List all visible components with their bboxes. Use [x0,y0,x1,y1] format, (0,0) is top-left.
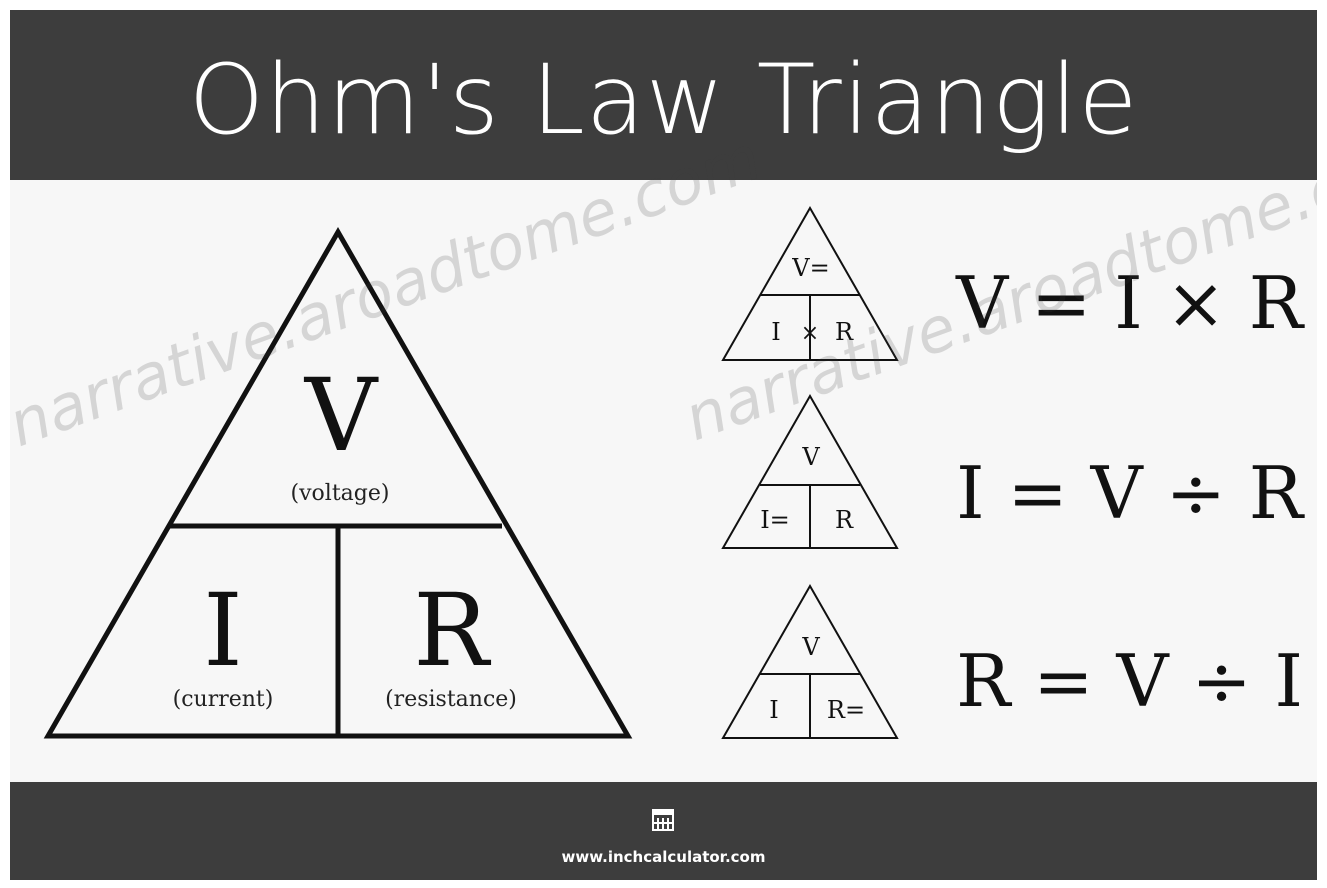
footer-url-link[interactable]: www.inchcalculator.com [561,848,766,866]
ohms-law-diagram: V (voltage) I (current) R (resistance) V… [43,205,1305,739]
mini3-right: R= [827,696,865,724]
poster: Ohm's Law Triangle V (voltage) I (curren… [10,10,1317,880]
mini-triangle-resistance: V I R= [721,583,899,739]
big-triangle [43,226,633,739]
footer-bar: www.inchcalculator.com [10,782,1317,880]
mini1-top: V= [791,254,829,282]
resistance-caption: (resistance) [385,687,517,712]
mini2-left: I= [760,506,790,534]
mini3-top: V [801,633,820,661]
current-symbol: I [203,572,243,689]
mini2-right: R [835,506,854,534]
mini2-top: V [801,443,820,471]
formula-resistance: R = V ÷ I [956,639,1303,723]
mini1-right: R [835,318,854,346]
current-caption: (current) [173,687,274,712]
mini1-left: I [771,318,780,346]
voltage-symbol: V [304,357,379,474]
building-icon [652,809,674,831]
formula-current: I = V ÷ R [956,451,1305,535]
resistance-symbol: R [413,572,491,689]
mini3-left: I [769,696,778,724]
mini-triangle-current: V I= R [721,393,899,549]
formula-voltage: V = I × R [955,261,1305,345]
voltage-caption: (voltage) [291,481,390,506]
mini-triangle-voltage: V= I × R [721,205,899,361]
mini1-mid: × [801,321,819,346]
header-bar: Ohm's Law Triangle [10,10,1317,180]
page-title: Ohm's Law Triangle [188,44,1139,156]
